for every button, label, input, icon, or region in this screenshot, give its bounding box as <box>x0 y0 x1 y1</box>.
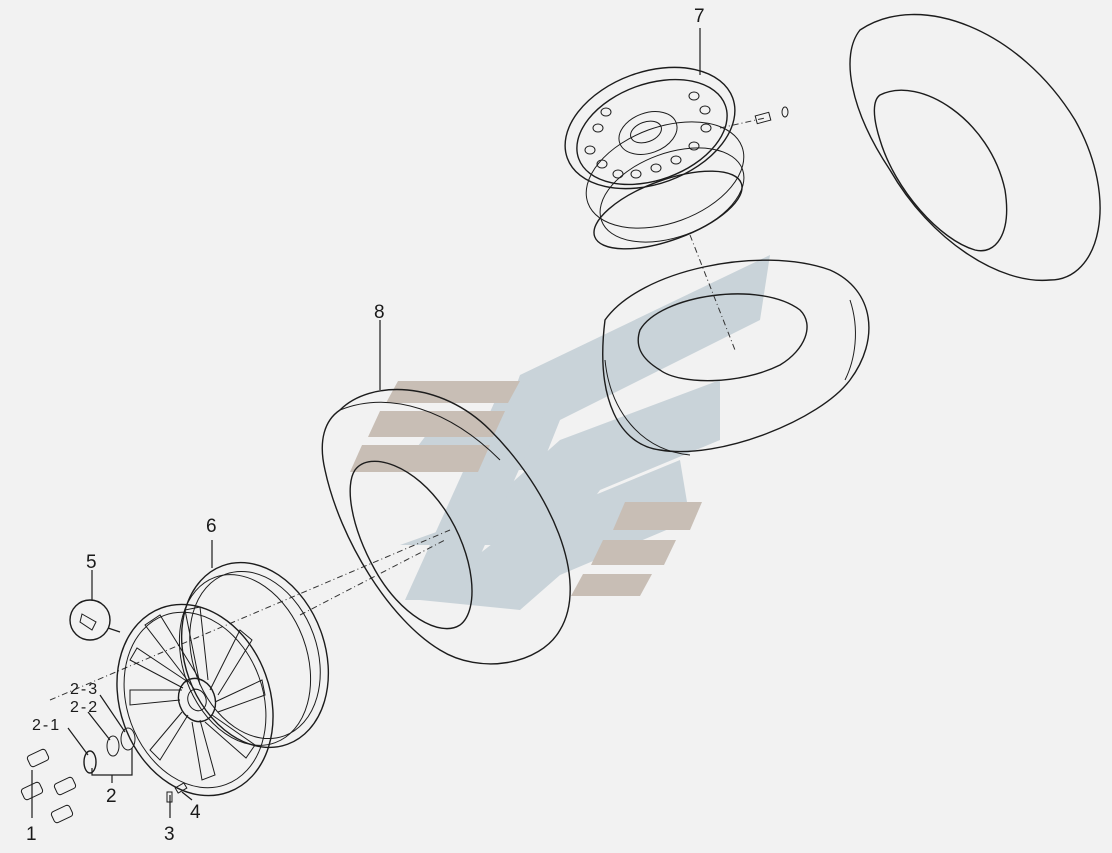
callout-7: 7 <box>694 6 705 27</box>
watermark-blue-band-mid <box>400 380 720 545</box>
watermark-logo <box>350 255 770 610</box>
watermark-tan-stripe-3 <box>350 445 490 472</box>
watermark-tan-stripe-4 <box>613 502 702 530</box>
callout-8: 8 <box>374 302 385 323</box>
callout-2-1: 2-1 <box>32 717 61 734</box>
callout-2-3: 2-3 <box>70 681 99 698</box>
center-cap-icon <box>83 750 97 774</box>
assembly-axis-lines <box>49 117 766 701</box>
tire-spare-flat-view <box>849 13 1101 282</box>
tire-middle <box>602 259 870 456</box>
tire-main <box>321 388 571 665</box>
watermark-tan-stripe-2 <box>368 411 505 437</box>
watermark-tan-stripe-1 <box>386 381 520 403</box>
wheel-bolt-icon <box>50 804 74 824</box>
tire-valve-icon <box>174 782 188 794</box>
hub-cap-parts <box>83 727 136 774</box>
cap-retainer-ring-icon <box>120 727 136 751</box>
callout-5: 5 <box>86 552 97 573</box>
wheel-bolts <box>20 748 77 824</box>
watermark-tan-stripe-5 <box>591 540 676 565</box>
callout-6: 6 <box>206 516 217 537</box>
callout-3: 3 <box>164 824 175 845</box>
leader-lines <box>31 28 701 818</box>
steel-spare-wheel <box>564 66 789 250</box>
alloy-rim <box>116 561 330 797</box>
callout-2-2: 2-2 <box>70 699 99 716</box>
watermark-blue-band-top <box>400 255 770 470</box>
callout-2: 2 <box>106 786 117 807</box>
watermark-blue-band-low <box>420 460 690 610</box>
steel-wheel-vent-holes <box>584 91 712 179</box>
cap-seal-ring-icon <box>106 735 120 757</box>
alloy-rim-spokes <box>129 606 266 781</box>
wheel-bolt-icon <box>26 748 50 768</box>
detail-circle-5 <box>69 599 121 641</box>
watermark-blue-vertical <box>405 390 555 600</box>
wheel-bolt-icon <box>20 781 44 801</box>
callout-1: 1 <box>26 824 37 845</box>
callout-4: 4 <box>190 802 201 823</box>
callout-labels: 7 8 6 5 2-3 2-2 2-1 2 4 3 1 <box>26 6 705 845</box>
spare-valve-stem-icon <box>754 106 789 125</box>
wheel-bolt-icon <box>53 776 77 796</box>
watermark-tan-stripe-6 <box>571 574 652 596</box>
